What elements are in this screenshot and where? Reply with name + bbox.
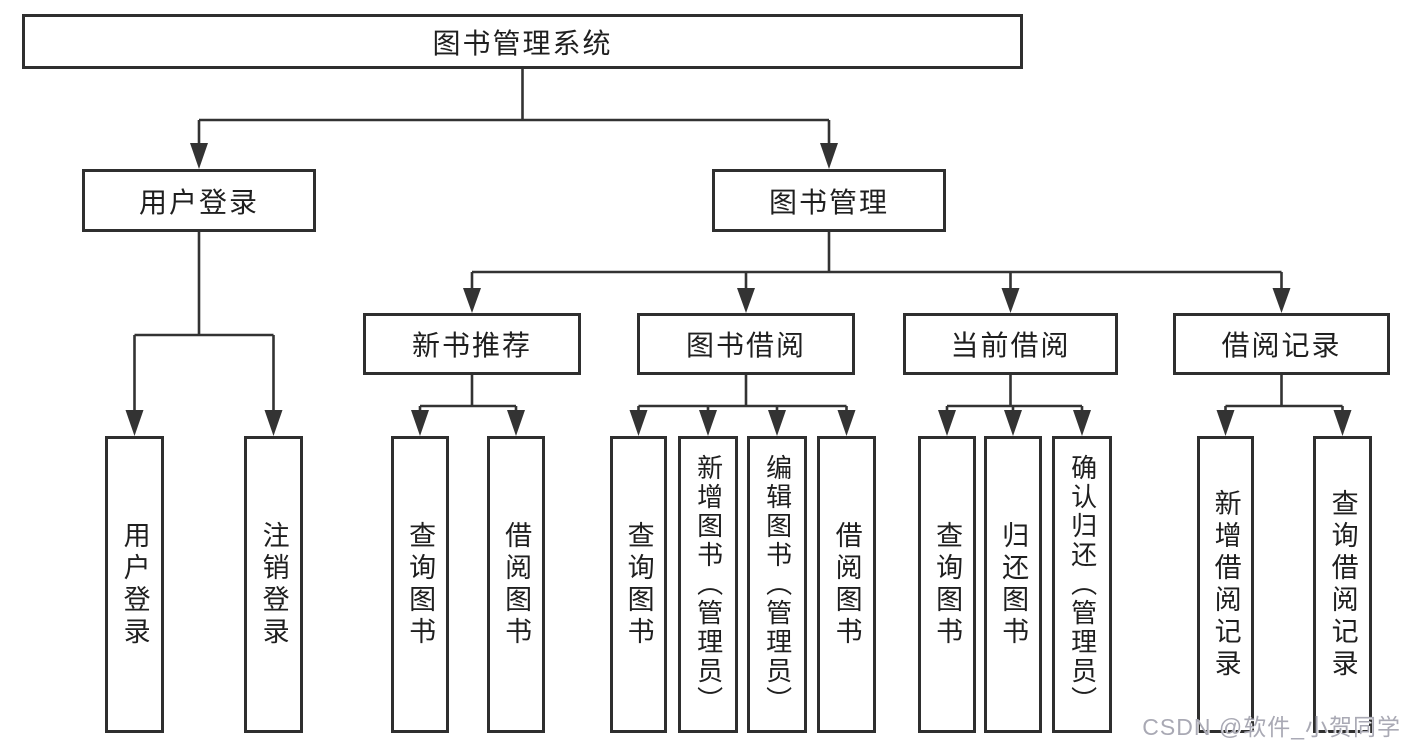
node-book-borrow: 图书借阅 (637, 313, 855, 375)
arrowhead (264, 410, 283, 436)
arrowhead (837, 410, 856, 436)
leaf-logout: 注销登录 (244, 436, 303, 733)
node-book-mgmt: 图书管理 (712, 169, 946, 232)
connector-borrow-record (1224, 375, 1344, 414)
leaf-records-add-record-label: 新增借阅记录 (1210, 488, 1241, 681)
leaf-borrow-borrow-books: 借阅图书 (817, 436, 876, 733)
leaf-user-login: 用户登录 (105, 436, 164, 733)
arrowhead (411, 410, 429, 436)
arrowhead (938, 410, 956, 436)
leaf-records-query-record: 查询借阅记录 (1313, 436, 1372, 733)
arrowhead (699, 410, 717, 436)
node-new-book-recommend: 新书推荐 (363, 313, 581, 375)
leaf-newbook-borrow-books: 借阅图书 (487, 436, 545, 733)
leaf-user-login-label: 用户登录 (119, 520, 150, 649)
arrowhead (1001, 288, 1020, 313)
node-user-login-label: 用户登录 (138, 186, 259, 218)
connector-current-borrow (945, 375, 1084, 414)
arrowhead (768, 410, 786, 436)
connector-book-mgmt (470, 232, 1283, 291)
connector-new-book (418, 375, 518, 414)
arrowhead (737, 288, 755, 313)
leaf-records-query-record-label: 查询借阅记录 (1327, 488, 1358, 681)
leaf-borrow-query-books-label: 查询图书 (623, 520, 654, 649)
arrowhead (125, 410, 144, 436)
leaf-newbook-query-books-label: 查询图书 (405, 520, 436, 649)
arrowhead (463, 288, 481, 313)
arrowhead (1333, 410, 1352, 436)
node-new-book-label: 新书推荐 (411, 330, 532, 361)
leaf-current-return-books: 归还图书 (984, 436, 1042, 733)
arrowhead (1073, 410, 1091, 436)
leaf-borrow-query-books: 查询图书 (610, 436, 667, 733)
leaf-current-confirm-return-admin: 确认归还（管理员） (1052, 436, 1112, 733)
leaf-logout-label: 注销登录 (258, 520, 289, 649)
connector-user-login (133, 232, 275, 414)
node-book-borrow-label: 图书借阅 (685, 330, 806, 361)
arrowhead (629, 410, 648, 436)
arrowhead (190, 143, 208, 169)
node-borrow-records: 借阅记录 (1173, 313, 1390, 375)
leaf-newbook-borrow-books-label: 借阅图书 (501, 520, 532, 649)
leaf-current-query-books: 查询图书 (918, 436, 976, 733)
node-current-borrow: 当前借阅 (903, 313, 1118, 375)
leaf-current-return-books-label: 归还图书 (998, 520, 1029, 649)
connector-book-borrow (637, 375, 848, 414)
node-current-borrow-label: 当前借阅 (950, 330, 1071, 361)
leaf-borrow-edit-books-admin-label: 编辑图书（管理员） (762, 454, 793, 715)
leaf-borrow-add-books-admin: 新增图书（管理员） (678, 436, 738, 733)
leaf-newbook-query-books: 查询图书 (391, 436, 449, 733)
arrowhead (1004, 410, 1022, 436)
arrowhead (820, 143, 838, 169)
node-user-login: 用户登录 (82, 169, 316, 232)
node-root-label: 图书管理系统 (432, 27, 613, 59)
node-book-mgmt-label: 图书管理 (768, 186, 889, 218)
leaf-borrow-add-books-admin-label: 新增图书（管理员） (693, 454, 724, 715)
arrowhead (507, 410, 525, 436)
leaf-current-query-books-label: 查询图书 (932, 520, 963, 649)
watermark: CSDN @软件_小贺同学 (1142, 714, 1401, 740)
leaf-current-confirm-return-admin-label: 确认归还（管理员） (1067, 454, 1098, 715)
node-borrow-records-label: 借阅记录 (1221, 330, 1342, 361)
leaf-borrow-edit-books-admin: 编辑图书（管理员） (747, 436, 807, 733)
arrowhead (1216, 410, 1235, 436)
leaf-borrow-borrow-books-label: 借阅图书 (831, 520, 862, 649)
connector-root (197, 69, 831, 146)
leaf-records-add-record: 新增借阅记录 (1197, 436, 1254, 733)
arrowhead (1272, 288, 1291, 313)
node-root: 图书管理系统 (22, 14, 1023, 69)
